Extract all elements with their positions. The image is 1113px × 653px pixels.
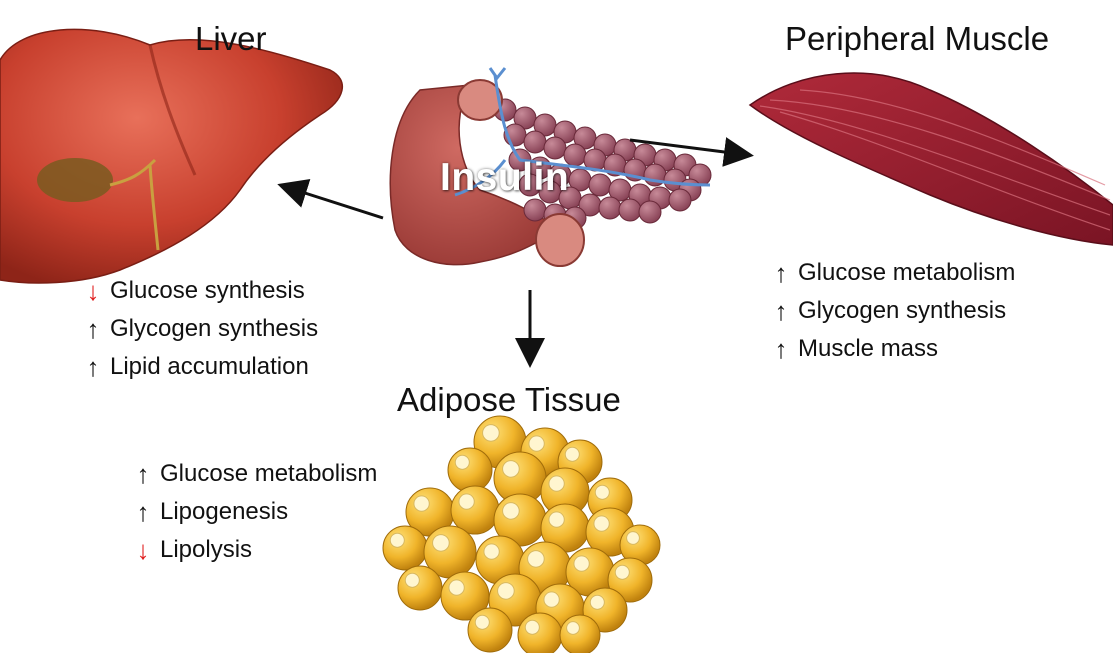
effect-text: Lipogenesis: [160, 498, 289, 525]
adipose-effects: ↑ Glucose metabolism ↑ Lipogenesis ↓ Lipoly…: [132, 455, 378, 569]
pancreas-icon: [389, 67, 712, 267]
down-arrow-icon: ↓: [136, 535, 150, 565]
adipose-effect-1: ↑ Lipogenesis: [132, 493, 377, 531]
muscle-effect-1: ↑ Glycogen synthesis: [770, 292, 1015, 330]
muscle-effect-0: ↑ Glucose metabolism: [770, 254, 1016, 292]
down-arrow-icon: ↓: [86, 276, 100, 306]
arrow-to-liver: [277, 179, 384, 220]
effect-text: Glycogen synthesis: [110, 315, 319, 342]
up-arrow-icon: ↑: [86, 352, 100, 382]
up-arrow-icon: ↑: [86, 314, 100, 344]
effect-text: Lipid accumulation: [110, 353, 309, 380]
muscle-effects: ↑Glucose metabolism ↑Glycogen synthesis …: [770, 254, 1016, 368]
effect-text: Glucose metabolism: [798, 259, 1016, 286]
adipose-title: Adipose Tissue: [397, 381, 621, 418]
effect-text: Glucose metabolism: [160, 460, 378, 487]
muscle-icon: [748, 72, 1113, 246]
effect-text: Muscle mass: [798, 335, 939, 362]
fat-cells-icon: [382, 415, 661, 653]
up-arrow-icon: ↑: [136, 459, 150, 489]
insulin-label: Insulin: [440, 156, 570, 199]
liver-title: Liver: [195, 20, 267, 57]
arrow-to-muscle: [629, 137, 754, 167]
up-arrow-icon: ↑: [774, 296, 788, 326]
liver-effects: ↓ Glucose synthesis ↑ Glycogen synthesis ↑…: [82, 272, 319, 386]
effect-text: Lipolysis: [160, 536, 253, 563]
liver-icon: [0, 28, 344, 284]
liver-effect-2: ↑ Lipid accumulation: [82, 348, 318, 386]
adipose-effect-0: ↑ Glucose metabolism: [132, 455, 378, 493]
muscle-title: Peripheral Muscle: [785, 20, 1050, 57]
up-arrow-icon: ↑: [774, 334, 788, 364]
liver-effect-1: ↑ Glycogen synthesis: [82, 310, 319, 348]
up-arrow-icon: ↑: [136, 497, 150, 527]
muscle-effect-2: ↑ Muscle mass: [770, 330, 1015, 368]
up-arrow-icon: ↑: [774, 258, 788, 288]
effect-text: Glycogen synthesis: [798, 297, 1007, 324]
effect-text: Glucose synthesis: [110, 277, 305, 304]
liver-effect-0: ↓ Glucose synthesis: [82, 272, 318, 310]
adipose-effect-2: ↓ Lipolysis: [132, 531, 377, 569]
